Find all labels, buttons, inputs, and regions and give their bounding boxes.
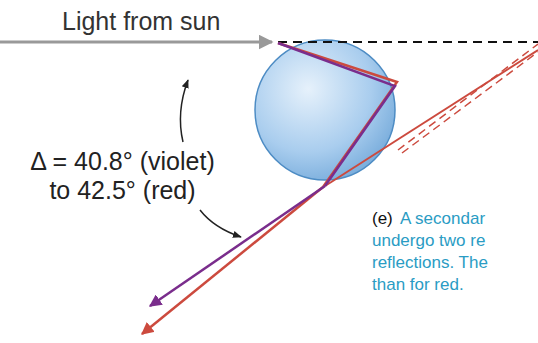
red-dashed-extension xyxy=(398,44,538,150)
sunlight-ray xyxy=(0,41,272,44)
caption-line: A secondar xyxy=(400,208,485,230)
caption-line: than for red. xyxy=(372,274,464,296)
red-exit-ray xyxy=(142,187,323,334)
reference-line xyxy=(278,41,538,43)
red-ray-inside xyxy=(278,43,397,187)
angle-leader xyxy=(180,80,188,142)
red-dashed-extension xyxy=(402,52,538,153)
angle-leader xyxy=(200,210,241,237)
caption-line: undergo two re xyxy=(372,230,485,252)
panel-letter: (e) xyxy=(372,208,393,230)
violet-ray-inside xyxy=(278,43,395,186)
ray-label: Light from sun xyxy=(62,6,220,36)
angle-label: Δ = 40.8° (violet) to 42.5° (red) xyxy=(20,147,225,205)
red-extension xyxy=(325,50,538,186)
caption-line: reflections. The xyxy=(372,252,488,274)
